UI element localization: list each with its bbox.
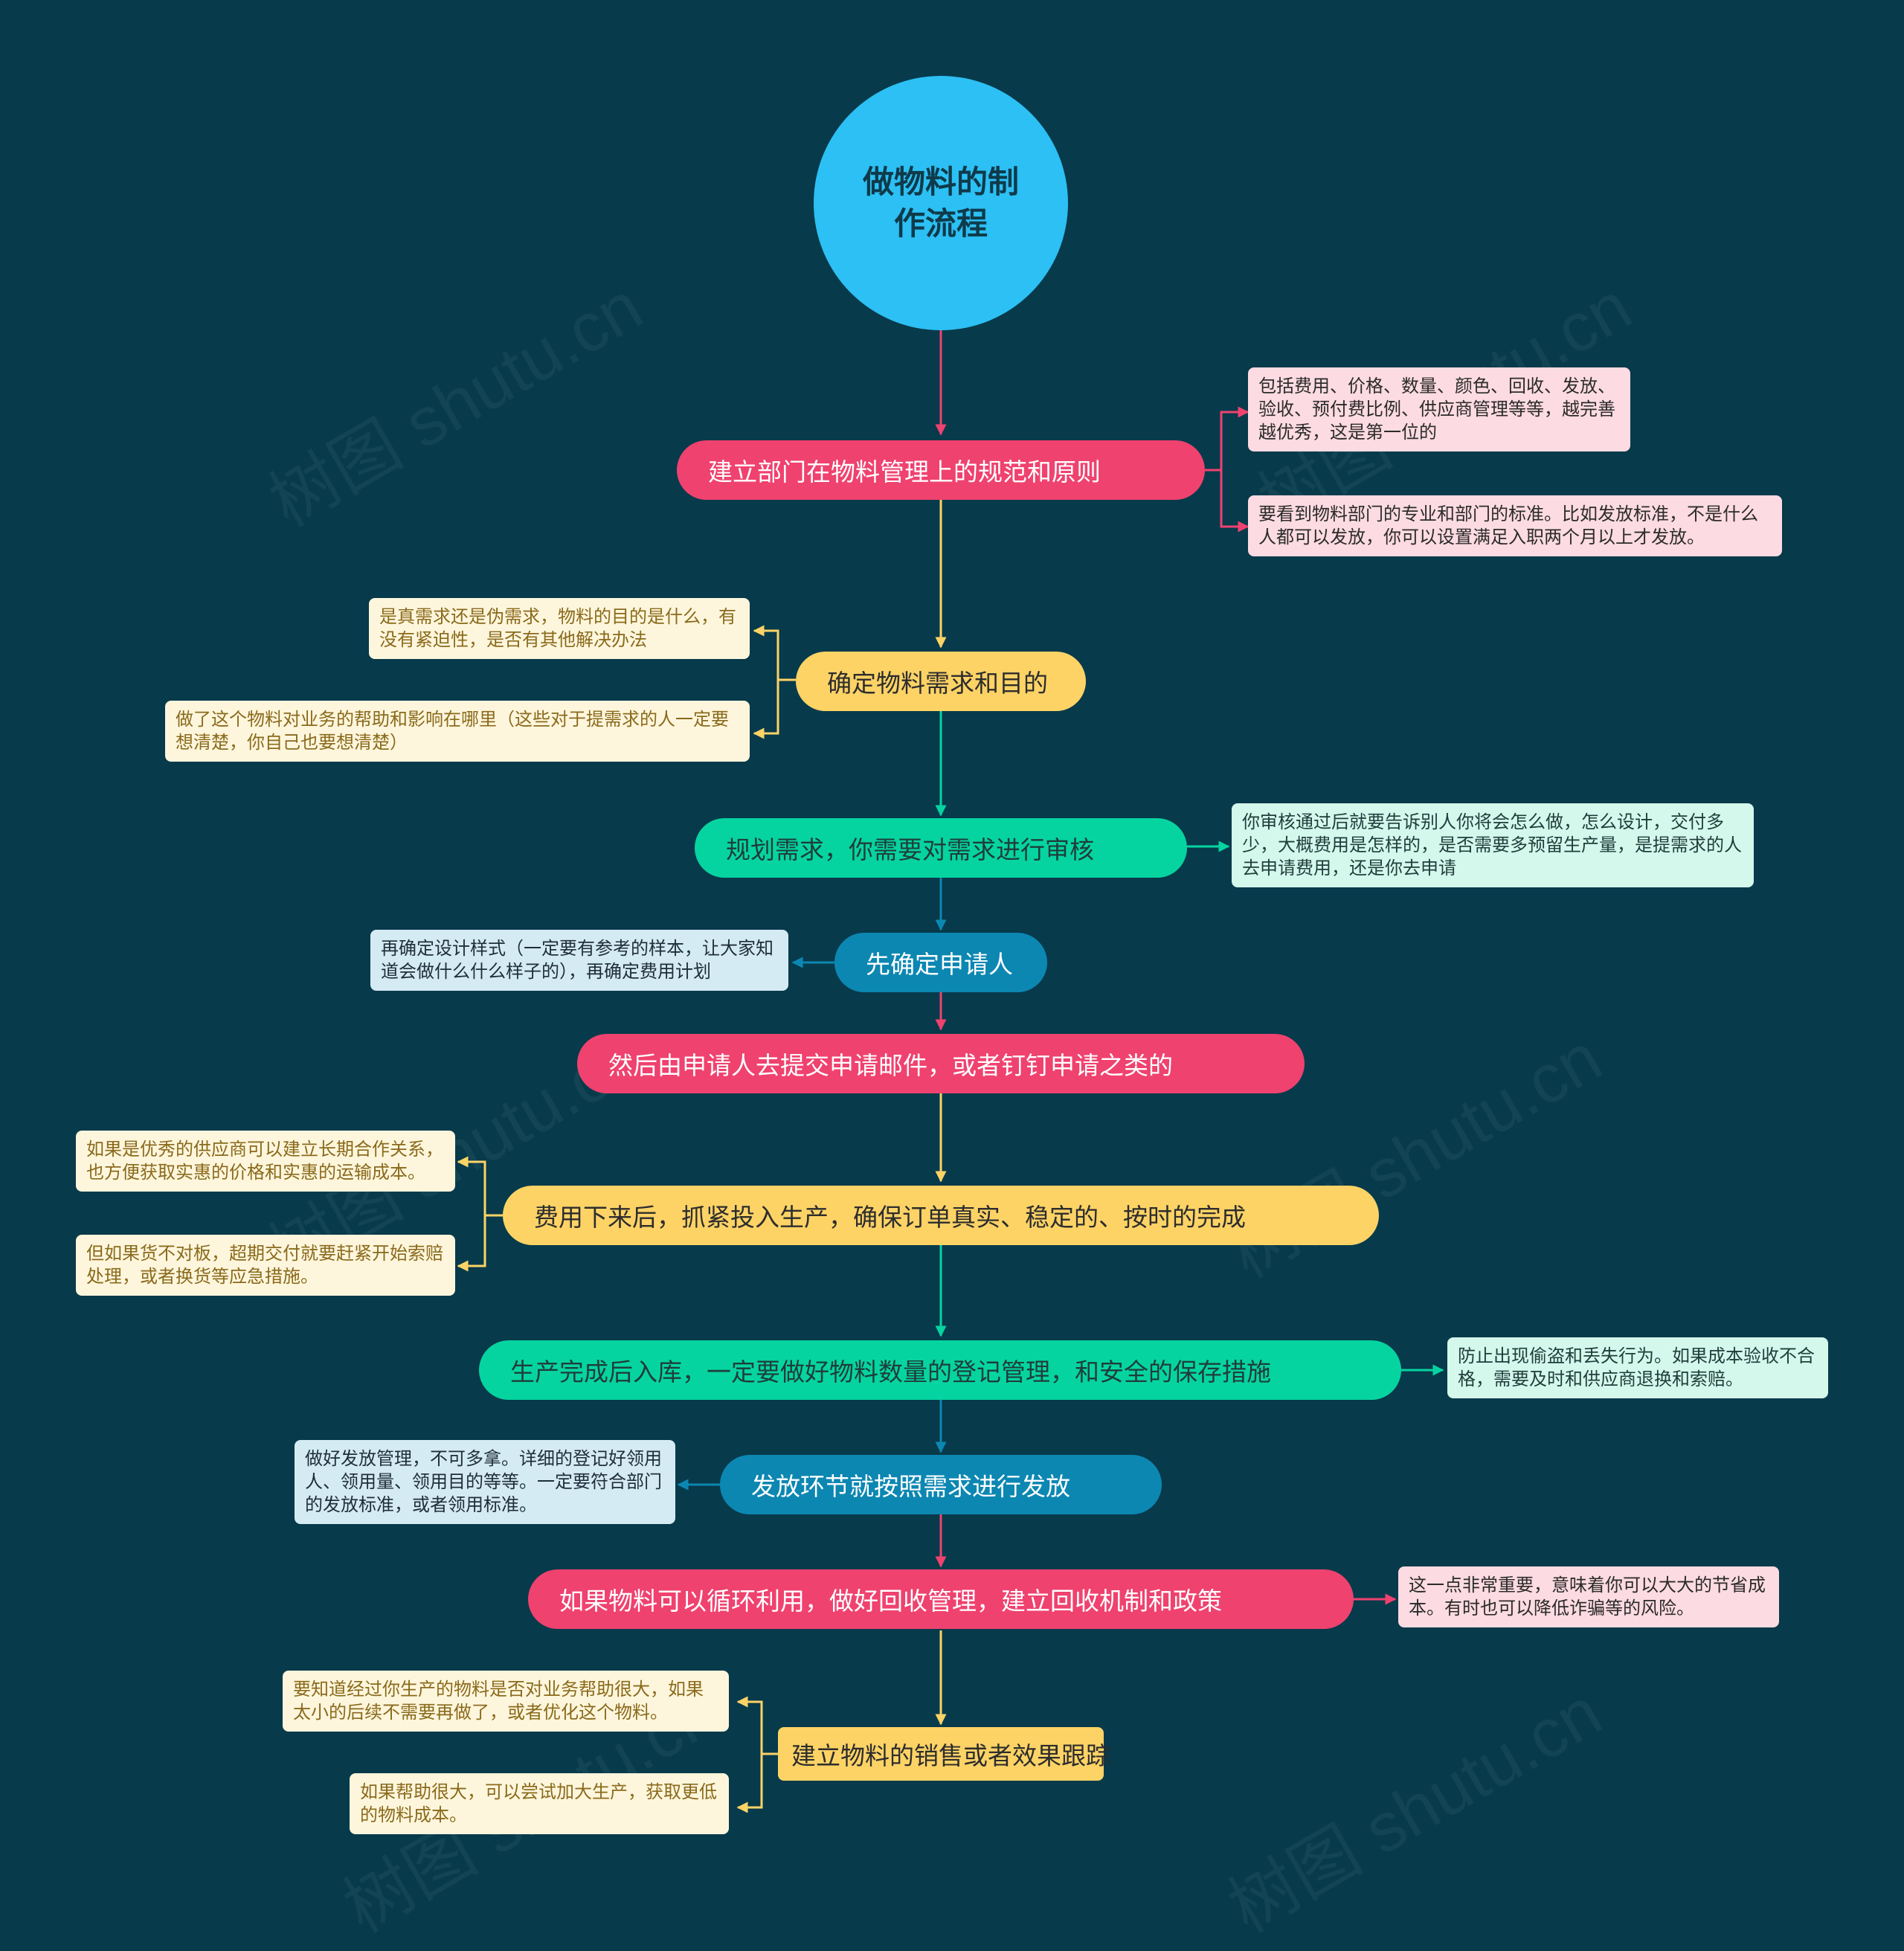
root-title: 做物料的制作流程: [862, 164, 1019, 241]
step-7[interactable]: 生产完成后入库，一定要做好物料数量的登记管理，和安全的保存措施: [479, 1340, 1401, 1400]
note-step8[interactable]: 做好发放管理，不可多拿。详细的登记好领用人、领用量、领用目的等等。一定要符合部门…: [295, 1440, 675, 1524]
note-step1-b[interactable]: 要看到物料部门的专业和部门的标准。比如发放标准，不是什么人都可以发放，你可以设置…: [1248, 495, 1782, 556]
note-step1-a[interactable]: 包括费用、价格、数量、颜色、回收、发放、验收、预付费比例、供应商管理等等，越完善…: [1248, 367, 1630, 451]
note-step3[interactable]: 你审核通过后就要告诉别人你将会怎么做，怎么设计，交付多少，大概费用是怎样的，是否…: [1232, 803, 1754, 887]
note-step9[interactable]: 这一点非常重要，意味着你可以大大的节省成本。有时也可以降低诈骗等的风险。: [1398, 1566, 1779, 1627]
step-6[interactable]: 费用下来后，抓紧投入生产，确保订单真实、稳定的、按时的完成: [503, 1186, 1379, 1245]
note-step6-b[interactable]: 但如果货不对板，超期交付就要赶紧开始索赔处理，或者换货等应急措施。: [76, 1235, 455, 1296]
note-step6-a[interactable]: 如果是优秀的供应商可以建立长期合作关系，也方便获取实惠的价格和实惠的运输成本。: [76, 1131, 455, 1192]
step-9[interactable]: 如果物料可以循环利用，做好回收管理，建立回收机制和政策: [528, 1569, 1354, 1629]
step-10[interactable]: 建立物料的销售或者效果跟踪: [778, 1727, 1110, 1781]
step-3[interactable]: 规划需求，你需要对需求进行审核: [695, 818, 1187, 878]
root-topic[interactable]: 做物料的制作流程: [814, 76, 1068, 330]
note-step2-a[interactable]: 是真需求还是伪需求，物料的目的是什么，有没有紧迫性，是否有其他解决办法: [369, 598, 750, 659]
step-5[interactable]: 然后由申请人去提交申请邮件，或者钉钉申请之类的: [577, 1034, 1305, 1093]
note-step7[interactable]: 防止出现偷盗和丢失行为。如果成本验收不合格，需要及时和供应商退换和索赔。: [1447, 1337, 1828, 1398]
step-4[interactable]: 先确定申请人: [834, 933, 1047, 992]
step-2[interactable]: 确定物料需求和目的: [796, 652, 1086, 711]
note-step2-b[interactable]: 做了这个物料对业务的帮助和影响在哪里（这些对于提需求的人一定要想清楚，你自己也要…: [165, 701, 750, 762]
note-step10-b[interactable]: 如果帮助很大，可以尝试加大生产，获取更低的物料成本。: [350, 1773, 729, 1834]
step-8[interactable]: 发放环节就按照需求进行发放: [720, 1455, 1162, 1514]
note-step10-a[interactable]: 要知道经过你生产的物料是否对业务帮助很大，如果太小的后续不需要再做了，或者优化这…: [283, 1671, 729, 1732]
note-step4[interactable]: 再确定设计样式（一定要有参考的样本，让大家知道会做什么什么样子的），再确定费用计…: [370, 930, 788, 991]
step-1[interactable]: 建立部门在物料管理上的规范和原则: [677, 440, 1205, 500]
